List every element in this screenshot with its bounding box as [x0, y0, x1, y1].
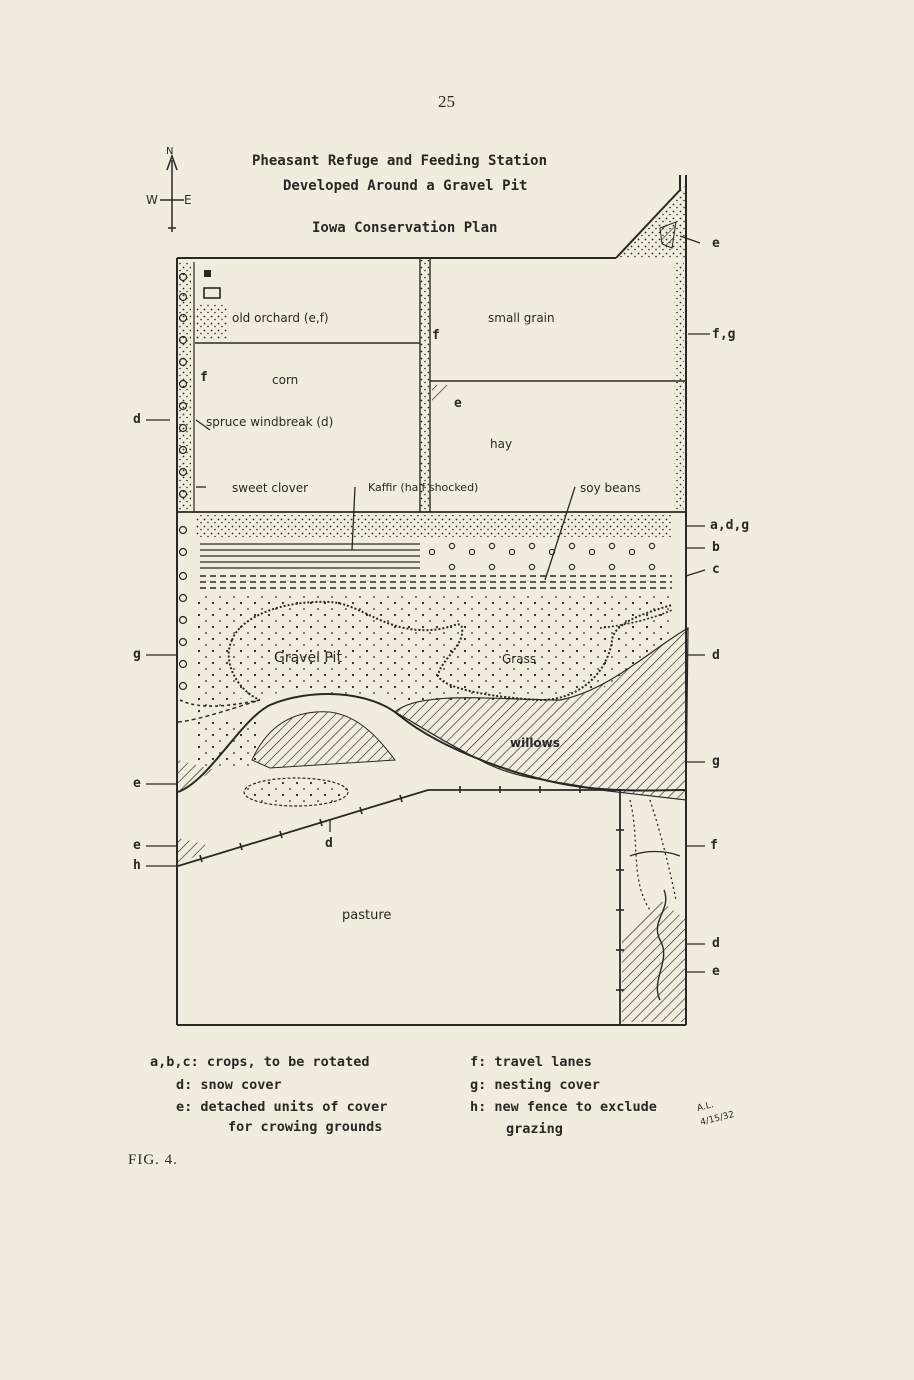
fence-ticks	[199, 786, 624, 991]
diagram-title-line2: Developed Around a Gravel Pit	[283, 178, 528, 194]
label-willows: willows	[510, 736, 560, 750]
label-kaffir: Kaffir (half shocked)	[368, 481, 479, 494]
gravel-pit-rim	[231, 600, 673, 702]
compass-east: E	[184, 193, 192, 207]
strip-c-dashes	[200, 575, 672, 589]
corner-cover	[616, 185, 686, 258]
label-corn: corn	[272, 373, 299, 387]
label-gravel-pit: Gravel Pit	[274, 650, 342, 666]
label-small-grain: small grain	[488, 311, 555, 325]
compass-west: W	[146, 193, 158, 207]
grass-cover	[196, 595, 672, 720]
soybean-rows	[428, 542, 656, 571]
mark-d-fence: d	[325, 836, 333, 851]
diagram-title-line3: Iowa Conservation Plan	[312, 220, 498, 236]
label-old-orchard: old orchard (e,f)	[232, 311, 329, 325]
kaffir-strip	[200, 543, 420, 569]
left-label-e-lower: e	[133, 838, 141, 853]
right-label-d: d	[712, 648, 720, 663]
middle-travel-lane	[420, 260, 429, 512]
new-fence	[177, 789, 621, 1024]
willows-area	[393, 626, 689, 801]
right-label-f: f	[710, 838, 718, 853]
compass-north: N	[166, 146, 174, 157]
old-orchard-area	[195, 304, 228, 340]
label-hay: hay	[490, 437, 513, 451]
right-label-adg: a,d,g	[710, 518, 750, 533]
compass-icon	[160, 153, 184, 232]
right-label-c: c	[712, 562, 720, 577]
right-label-b: b	[712, 540, 720, 555]
left-label-g: g	[133, 647, 141, 662]
right-label-e-lower: e	[712, 964, 720, 979]
right-label-d-lower: d	[712, 936, 720, 951]
mark-f-upper: f	[432, 328, 440, 343]
label-grass: Grass	[502, 652, 537, 666]
sweet-clover-strip	[196, 515, 672, 537]
lower-left-cover-unit	[178, 838, 212, 866]
legend-abc: a,b,c: crops, to be rotated	[150, 1054, 370, 1070]
diagram-title-line1: Pheasant Refuge and Feeding Station	[252, 153, 548, 169]
right-travel-lane	[674, 262, 684, 512]
label-sweet-clover: sweet clover	[232, 481, 309, 495]
legend-h-cont: grazing	[506, 1121, 563, 1137]
mark-e-hay: e	[454, 396, 462, 411]
right-label-e: e	[712, 236, 720, 251]
left-label-e-upper: e	[133, 776, 141, 791]
legend-f: f: travel lanes	[470, 1054, 592, 1070]
legend-e-cont: for crowing grounds	[228, 1119, 383, 1135]
building-icon	[203, 287, 221, 299]
crowing-ground-unit	[243, 777, 349, 807]
label-soy-beans: soy beans	[580, 481, 641, 495]
legend-d: d: snow cover	[176, 1077, 282, 1093]
figure-label: FIG. 4.	[128, 1152, 178, 1168]
left-label-h: h	[133, 858, 141, 873]
leader-arrows	[146, 235, 710, 973]
mark-f-corn: f	[200, 370, 208, 385]
legend-g: g: nesting cover	[470, 1077, 601, 1093]
corner-unit-e	[659, 221, 677, 249]
right-label-fg: f,g	[712, 327, 736, 342]
left-label-d: d	[133, 412, 141, 427]
windbreak-trees	[178, 272, 188, 691]
willows-west	[251, 711, 396, 769]
page-number: 25	[438, 92, 455, 111]
legend-e: e: detached units of cover	[176, 1099, 388, 1115]
farm-boundary	[176, 175, 687, 1026]
label-spruce-windbreak: spruce windbreak (d)	[206, 415, 334, 429]
legend-h: h: new fence to exclude	[470, 1099, 657, 1115]
building-icon	[204, 270, 211, 277]
lower-right-cover	[622, 900, 686, 1022]
small-cover-unit	[432, 385, 448, 402]
right-label-g: g	[712, 754, 720, 769]
label-pasture: pasture	[342, 908, 392, 923]
stream-line	[656, 889, 667, 1001]
